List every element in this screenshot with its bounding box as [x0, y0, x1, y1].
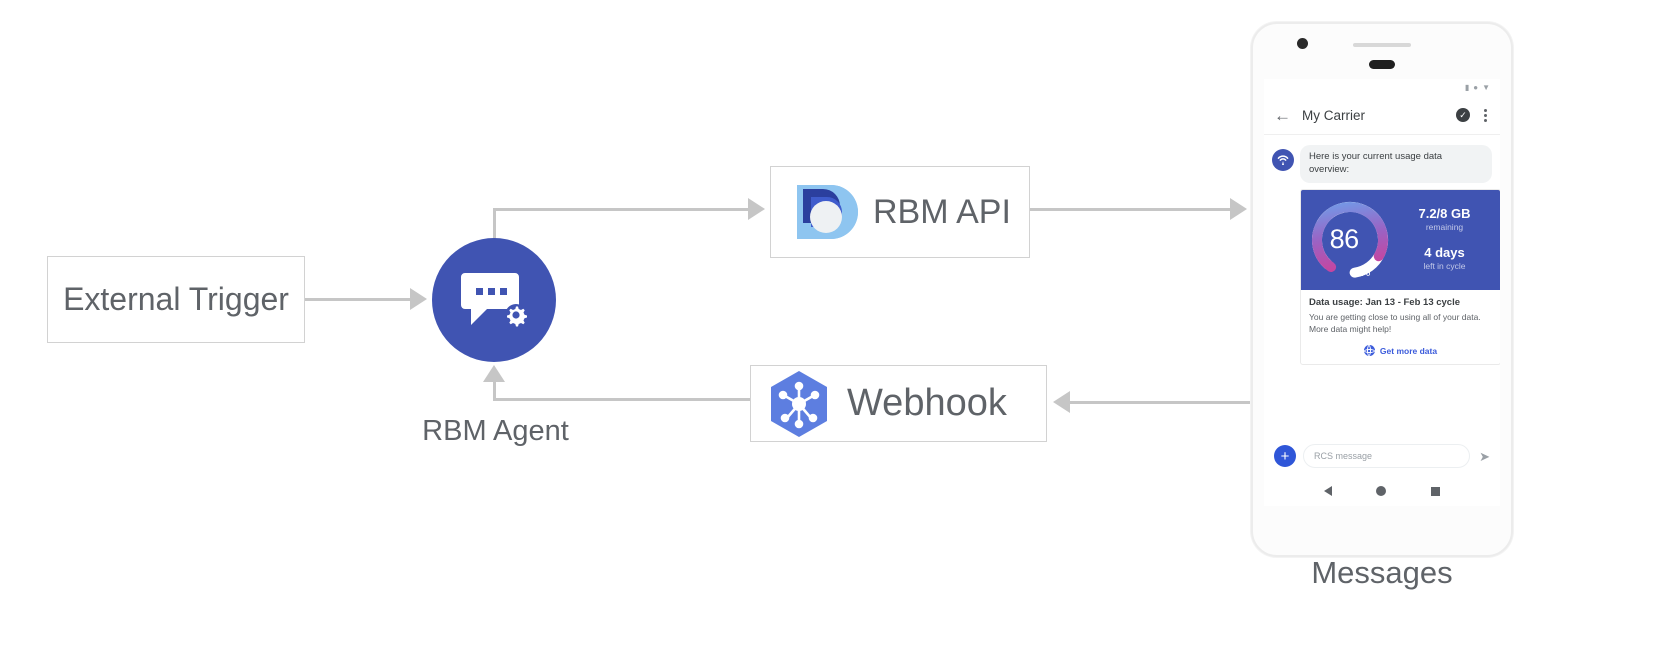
app-bar: ← My Carrier ✓ — [1264, 96, 1500, 135]
rcs-message-input[interactable]: RCS message — [1303, 444, 1471, 468]
usage-gauge: 86 % — [1305, 195, 1395, 285]
phone-camera-icon — [1297, 38, 1308, 49]
phone-screen: ▮ ● ▼ ← My Carrier ✓ — [1264, 79, 1500, 506]
gauge-stats: 7.2/8 GB remaining 4 days left in cycle — [1395, 205, 1494, 274]
conversation-title: My Carrier — [1302, 107, 1365, 123]
plus-icon[interactable]: + — [1274, 445, 1296, 467]
rcs-message-placeholder: RCS message — [1314, 451, 1373, 461]
arrowhead-webhook-to-agent — [483, 365, 505, 382]
phone-mockup: ▮ ● ▼ ← My Carrier ✓ — [1251, 22, 1513, 557]
connector-webhook-to-agent — [493, 398, 751, 401]
status-bar: ▮ ● ▼ — [1264, 79, 1500, 96]
gauge-value-group: 86 % — [1305, 195, 1395, 285]
messages-label: Messages — [1311, 555, 1453, 590]
android-nav-bar — [1264, 476, 1500, 506]
globe-icon — [1363, 345, 1375, 357]
get-more-data-label: Get more data — [1379, 345, 1438, 356]
wifi-icon: ● — [1473, 82, 1479, 92]
stat-days-left: 4 days left in cycle — [1395, 245, 1494, 272]
data-usage-rich-card[interactable]: 86 % 7.2/8 GB remaining 4 days lef — [1300, 188, 1500, 366]
carrier-agent-avatar — [1272, 149, 1294, 171]
connector-agent-in-up — [493, 380, 496, 400]
signal-tower-icon — [1277, 155, 1289, 165]
phone-earpiece — [1369, 60, 1395, 69]
stat-data-remaining-value: 7.2/8 GB — [1418, 206, 1471, 222]
phone-speaker-grill — [1353, 43, 1411, 47]
stat-data-remaining: 7.2/8 GB remaining — [1395, 206, 1494, 233]
send-icon[interactable]: ➤ — [1479, 448, 1490, 464]
arrowhead-api-to-phone — [1230, 198, 1247, 220]
webhook-node[interactable]: Webhook — [750, 365, 1047, 442]
verified-shield-icon: ✓ — [1456, 108, 1470, 122]
signal-icon: ▮ — [1464, 82, 1470, 92]
stat-days-left-value: 4 days — [1424, 245, 1465, 261]
get-more-data-button[interactable]: Get more data — [1309, 345, 1492, 357]
gauge-percent-number: 86 — [1329, 224, 1360, 255]
rich-card-description: You are getting close to using all of yo… — [1309, 312, 1481, 335]
webhook-label: Webhook — [847, 382, 1007, 424]
rbm-agent-node[interactable] — [432, 238, 556, 362]
connector-agent-to-api — [493, 208, 748, 211]
battery-icon: ▼ — [1482, 82, 1490, 92]
message-composer: + RCS message ➤ — [1264, 439, 1500, 473]
rich-card-body: Data usage: Jan 13 - Feb 13 cycle You ar… — [1301, 290, 1500, 365]
arrowhead-phone-to-webhook — [1053, 391, 1070, 413]
connector-api-to-phone — [1030, 208, 1230, 211]
rbm-api-label: RBM API — [873, 192, 1011, 231]
webhook-hexagon-icon — [771, 370, 827, 437]
arrowhead-trigger-to-agent — [410, 288, 427, 310]
stat-data-remaining-label: remaining — [1425, 222, 1464, 233]
chat-gear-icon — [461, 273, 527, 327]
connector-agent-up — [493, 208, 496, 260]
conversation-thread: Here is your current usage data overview… — [1264, 135, 1500, 366]
rbm-api-node[interactable]: RBM API — [770, 166, 1030, 258]
nav-recents-icon[interactable] — [1430, 486, 1440, 496]
external-trigger-label: External Trigger — [63, 281, 289, 317]
nav-home-icon[interactable] — [1376, 486, 1387, 496]
connector-trigger-to-agent — [305, 298, 410, 301]
arrowhead-agent-to-api — [748, 198, 765, 220]
gauge-percent-unit: % — [1359, 264, 1371, 279]
rbm-agent-label: RBM Agent — [422, 415, 569, 447]
gauge-panel: 86 % 7.2/8 GB remaining 4 days lef — [1301, 189, 1500, 290]
back-arrow-icon[interactable]: ← — [1274, 105, 1291, 125]
agent-message-row: Here is your current usage data overview… — [1272, 145, 1492, 183]
rbm-api-logo — [797, 185, 858, 239]
nav-back-icon[interactable] — [1324, 486, 1333, 496]
intro-message-bubble: Here is your current usage data overview… — [1300, 145, 1492, 183]
rich-card-title: Data usage: Jan 13 - Feb 13 cycle — [1309, 296, 1461, 308]
overflow-menu-icon[interactable] — [1481, 108, 1490, 122]
stat-days-left-label: left in cycle — [1423, 261, 1466, 272]
external-trigger-node[interactable]: External Trigger — [47, 256, 305, 343]
connector-phone-to-webhook — [1070, 401, 1255, 404]
